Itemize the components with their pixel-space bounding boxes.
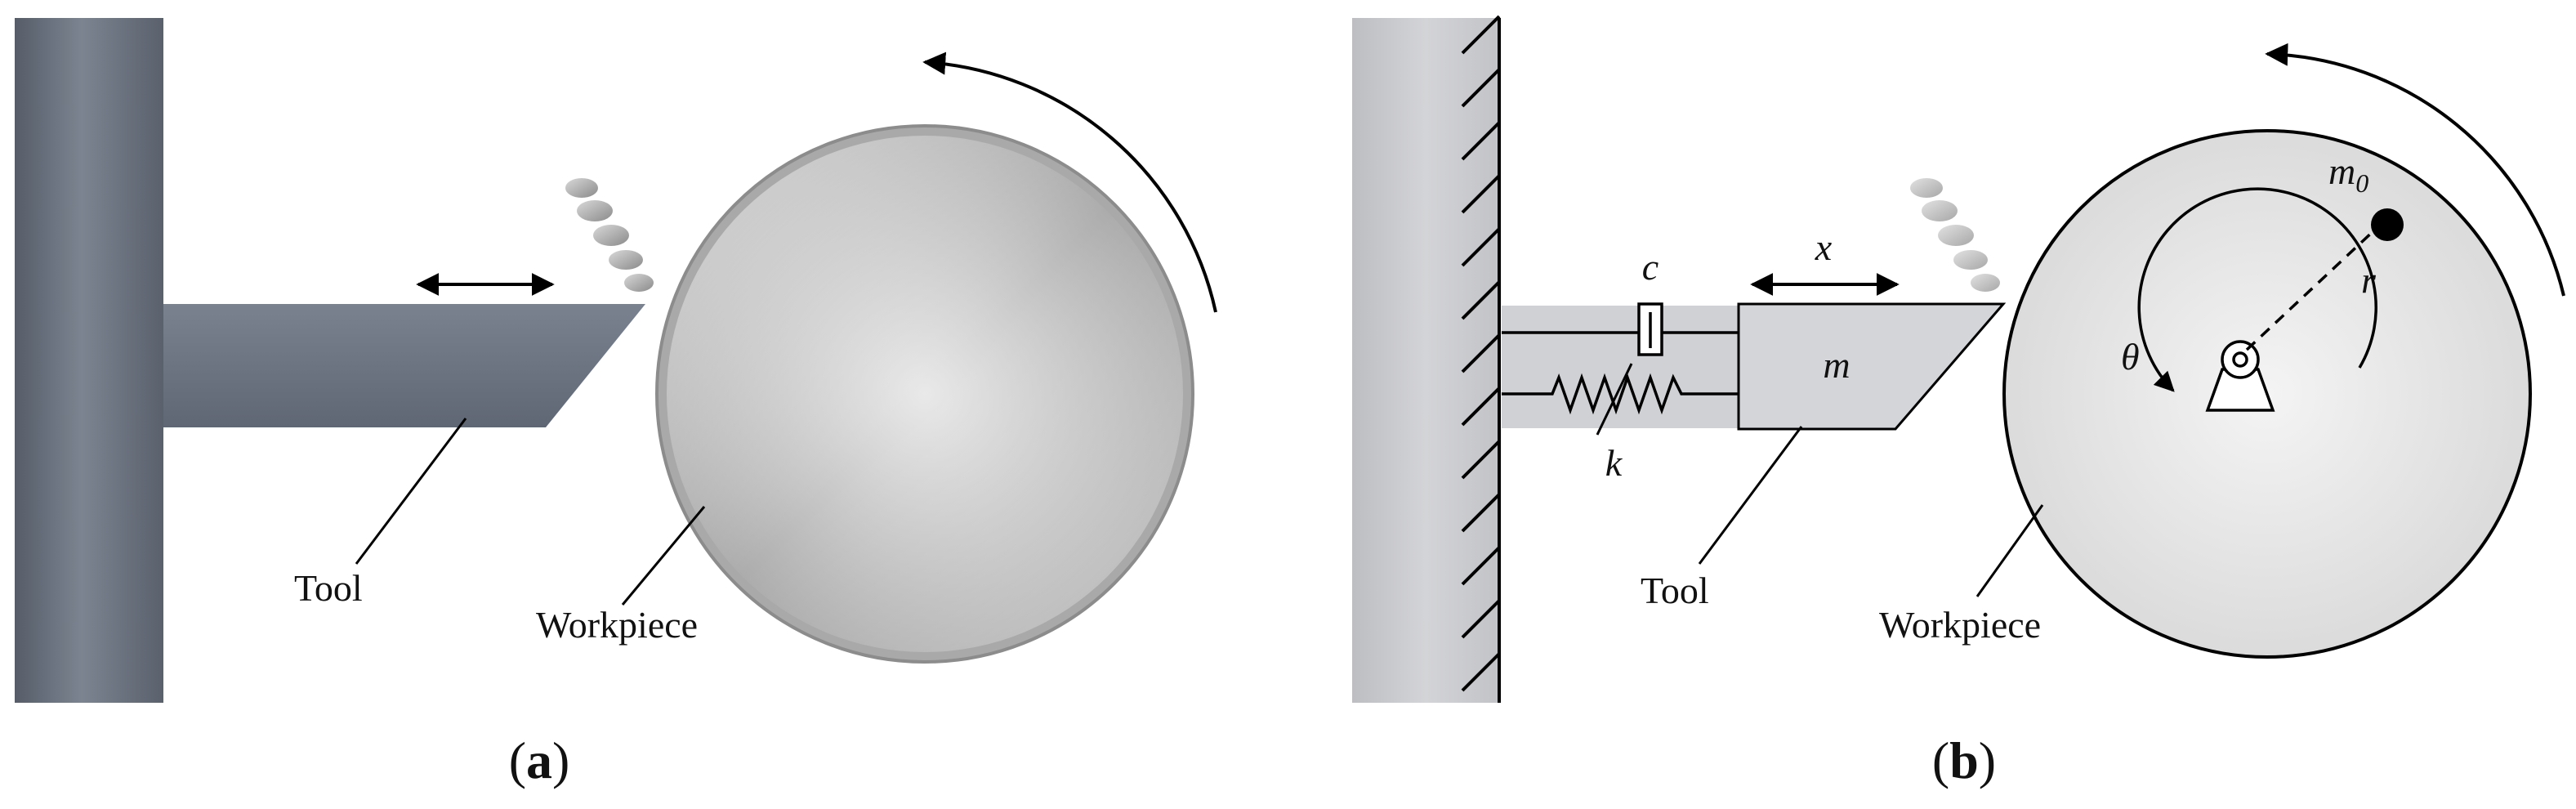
machine-column [15, 18, 163, 703]
workpiece-label-b: Workpiece [1879, 604, 2041, 646]
spring-symbol: k [1605, 442, 1623, 484]
panel-b: c k m x m0 r θ [1352, 15, 2565, 789]
chip-curl-icon [565, 178, 654, 292]
cutting-tool-a [163, 304, 645, 427]
tool-mass-block [1737, 302, 2007, 431]
spring-element [1502, 373, 1739, 415]
damper-symbol: c [1642, 246, 1659, 288]
radius-symbol: r [2361, 259, 2377, 301]
rotation-arrow-b [2265, 42, 2565, 297]
angle-symbol: θ [2121, 336, 2140, 378]
angle-arrow [2137, 187, 2377, 392]
tool-label-a: Tool [294, 567, 363, 609]
fixed-wall [1352, 18, 1499, 703]
pivot-support-icon [2205, 340, 2275, 412]
panel-a: Tool Workpiece (a) [15, 18, 1217, 789]
mass-symbol: m [1823, 344, 1850, 386]
chip-curl-icon [1910, 178, 2000, 292]
damper-element [1502, 302, 1739, 356]
unbalance-mass-symbol: m0 [2328, 150, 2368, 198]
unbalance-mass-dot [2371, 208, 2404, 241]
panel-caption-a: (a) [509, 731, 570, 789]
radius-line [2245, 227, 2377, 351]
rotation-arrow-a [922, 51, 1217, 313]
panel-caption-b: (b) [1932, 731, 1996, 789]
tool-label-b: Tool [1641, 570, 1709, 611]
displacement-symbol: x [1815, 226, 1833, 268]
wall-hatching [1461, 15, 1501, 692]
workpiece-label-a: Workpiece [536, 604, 698, 646]
